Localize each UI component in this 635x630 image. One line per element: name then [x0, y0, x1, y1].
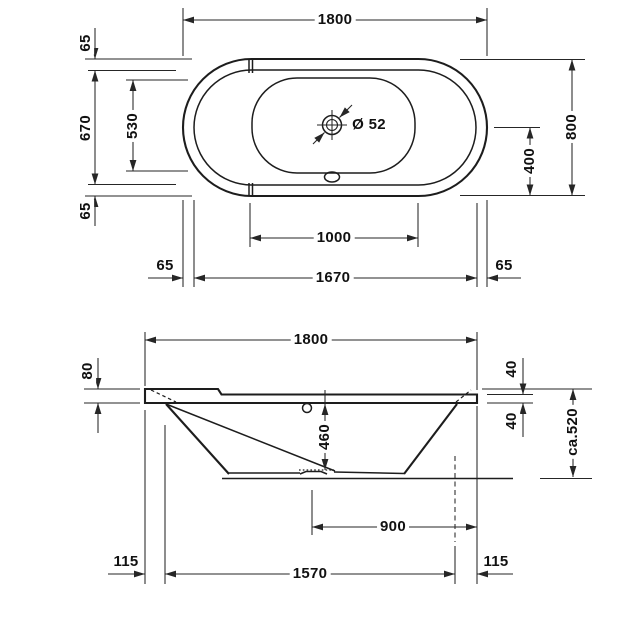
basin-floor-right: [333, 471, 405, 475]
tub-basin: [251, 77, 416, 174]
dim-top-basin-length: 1000: [313, 230, 355, 246]
dim-side-overall-length: 1800: [290, 332, 332, 348]
dim-top-inner-rim-length: 1670: [312, 270, 354, 286]
side-view-extension-lines: [84, 332, 592, 584]
dim-top-inner-rim-width: 670: [77, 112, 94, 144]
dim-side-base-length: 1570: [289, 566, 331, 582]
dim-top-rim-width-bottom: 65: [77, 199, 94, 223]
backrest-slope: [165, 403, 336, 472]
dim-top-rim-offset-right: 65: [492, 258, 516, 274]
outer-wall-left: [165, 403, 230, 475]
dim-top-rim-width-top: 65: [77, 31, 94, 55]
outer-wall-right: [403, 403, 458, 475]
rim-tick-marks: [248, 59, 254, 196]
side-view-dimension-lines: [94, 336, 577, 578]
dim-side-base-offset-right: 115: [480, 554, 512, 570]
dim-top-center-to-edge: 400: [521, 145, 538, 177]
drain-symbol: [312, 104, 353, 145]
dim-side-interior-depth: 460: [316, 421, 333, 453]
dim-side-rim-step: 40: [503, 357, 520, 381]
dim-top-rim-offset-left: 65: [153, 258, 177, 274]
overflow-side: [301, 402, 313, 414]
hidden-edge-right: [455, 389, 472, 403]
tub-outer-rim: [181, 57, 489, 198]
dim-drain-diameter: Ø 52: [349, 117, 389, 133]
dim-top-basin-width: 530: [124, 110, 141, 142]
top-view-extension-lines: [85, 8, 585, 287]
drain-bump: [299, 470, 328, 475]
hidden-edge-left: [150, 389, 177, 403]
rim-profile: [143, 387, 479, 405]
dim-side-total-height: ca.520: [564, 405, 581, 459]
dim-side-base-offset-left: 115: [110, 554, 142, 570]
dim-side-headrest-height: 80: [79, 359, 96, 383]
dim-top-overall-width: 800: [563, 111, 580, 143]
dim-side-drain-to-edge: 900: [377, 519, 409, 535]
overflow-hole: [323, 171, 341, 183]
dim-side-rim-thickness: 40: [503, 409, 520, 433]
dim-top-overall-length: 1800: [314, 12, 356, 28]
tub-inner-rim: [193, 69, 477, 186]
